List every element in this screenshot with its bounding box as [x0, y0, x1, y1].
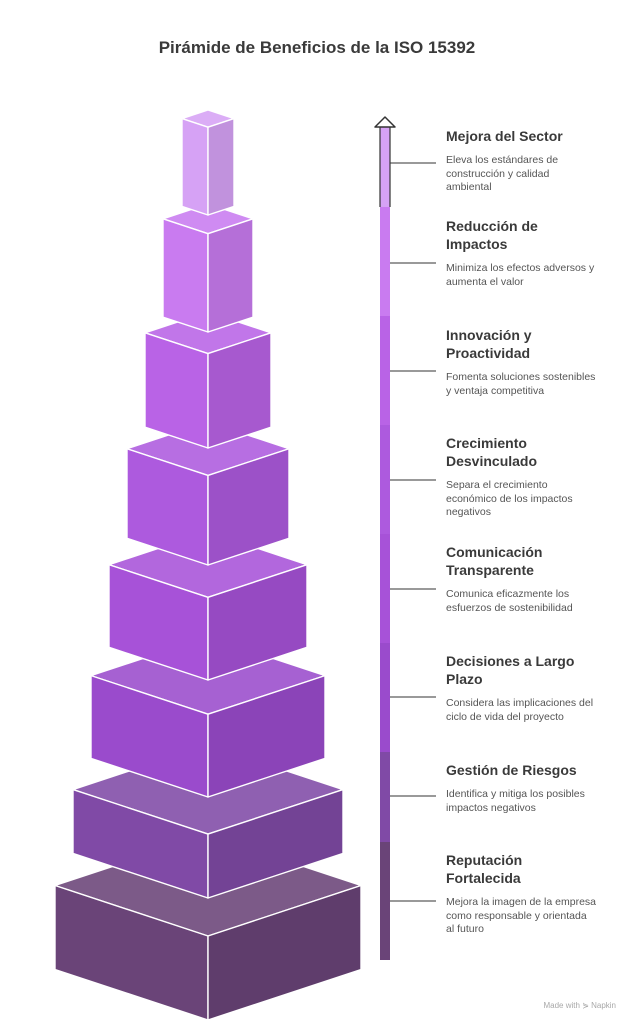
level-description: Identifica y mitiga los posibles impacto…	[446, 788, 585, 814]
pyramid-blocks	[54, 109, 362, 1021]
level-description: Separa el crecimiento económico de los i…	[446, 479, 573, 518]
block-right-face	[207, 884, 362, 1021]
axis-segment-4	[380, 425, 390, 534]
level-title: Mejora del Sector	[446, 128, 563, 144]
block-right-face	[207, 448, 290, 566]
pyramid-block-2	[162, 203, 254, 333]
level-description: Comunica eficazmente los esfuerzos de so…	[446, 588, 573, 614]
block-right-face	[207, 674, 326, 798]
axis-segment-8	[380, 842, 390, 960]
level-description: Minimiza los efectos adversos y aumenta …	[446, 262, 595, 288]
connector-lines	[390, 162, 436, 902]
level-description: Eleva los estándares de construcción y c…	[446, 154, 559, 193]
level-title: Decisiones a Largo Plazo	[446, 653, 575, 687]
block-right-face	[207, 788, 344, 899]
axis-segment-5	[380, 534, 390, 643]
level-title: Gestión de Riesgos	[446, 762, 577, 778]
axis-arrowhead	[374, 116, 396, 128]
level-description: Mejora la imagen de la empresa como resp…	[446, 896, 596, 935]
block-left-face	[144, 332, 209, 449]
level-axis	[374, 116, 396, 960]
block-right-face	[207, 332, 272, 449]
axis-segment-1	[380, 126, 390, 207]
napkin-watermark: Made with ⋟ Napkin	[543, 1001, 616, 1010]
block-left-face	[162, 218, 209, 333]
pyramid-block-3	[144, 311, 272, 449]
block-right-face	[207, 117, 235, 216]
pyramid-block-4	[126, 421, 290, 566]
level-description: Fomenta soluciones sostenibles y ventaja…	[446, 371, 596, 397]
axis-segment-3	[380, 316, 390, 425]
level-title: Innovación y Proactividad	[446, 327, 532, 361]
level-title: Reputación Fortalecida	[446, 852, 523, 886]
pyramid-block-1	[181, 109, 235, 216]
block-left-face	[181, 117, 209, 216]
page-title: Pirámide de Beneficios de la ISO 15392	[158, 38, 476, 57]
level-title: Crecimiento Desvinculado	[446, 435, 538, 469]
level-description: Considera las implicaciones del ciclo de…	[446, 697, 594, 723]
level-title: Reducción de Impactos	[446, 218, 538, 252]
axis-segment-6	[380, 643, 390, 752]
axis-segment-7	[380, 752, 390, 842]
level-title: Comunicación Transparente	[446, 544, 543, 578]
block-right-face	[207, 563, 308, 681]
block-right-face	[207, 218, 254, 333]
axis-segment-2	[380, 207, 390, 316]
